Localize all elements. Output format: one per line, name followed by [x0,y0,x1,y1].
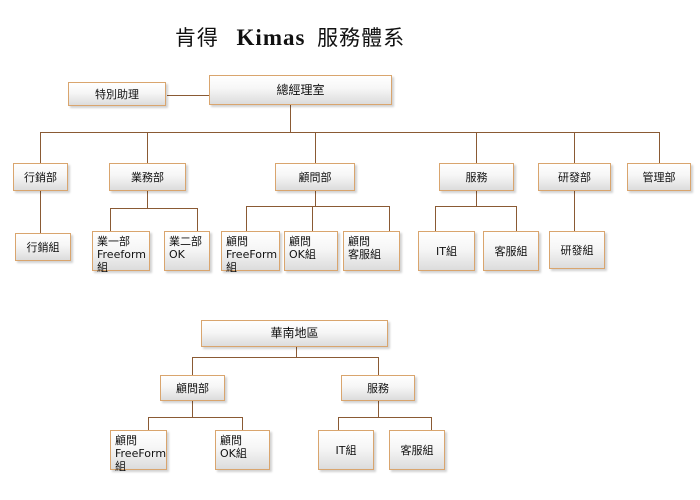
box-label: 華南地區 [270,326,319,340]
connector [315,191,316,206]
connector [378,401,379,417]
south-service-box: 服務 [341,375,415,401]
box-label: 客服組 [494,244,528,258]
it-group-box: IT組 [418,231,475,271]
connector [574,191,575,231]
south-region-box: 華南地區 [201,320,388,347]
special-assistant-box: 特別助理 [68,82,166,106]
connector [40,132,659,133]
consult-freeform-box: 顧問 FreeForm組 [221,231,280,274]
connector [516,206,517,231]
box-label: 顧問 OK組 [289,235,316,261]
chart-title: 肯得 Kimas 服務體系 [0,22,580,52]
connector [315,132,316,163]
consult-cs-box: 顧問 客服組 [343,231,400,271]
south-consult-freeform-box: 顧問 FreeForm組 [110,430,167,473]
connector [197,208,198,231]
connector [312,206,313,231]
connector [242,417,243,430]
box-label: 客服組 [400,443,434,457]
connector [246,206,389,207]
box-label: IT組 [436,244,457,258]
box-label: 管理部 [642,170,676,184]
marketing-dept-box: 行銷部 [13,163,68,191]
box-label: 行銷組 [26,240,60,254]
box-label: 顧問 OK組 [220,434,247,460]
connector [389,206,390,231]
connector [110,208,197,209]
sales-1-box: 業一部 Freeform組 [92,231,150,274]
connector [148,417,242,418]
management-dept-box: 管理部 [627,163,691,191]
box-label: 顧問 FreeForm組 [115,434,167,473]
service-dept-box: 服務 [439,163,514,191]
brand-name: Kimas [236,25,306,50]
connector [147,132,148,163]
connector [476,191,477,206]
box-label: 顧問部 [298,170,332,184]
connector [338,417,339,430]
box-label: 業一部 Freeform組 [97,235,146,274]
sales-dept-box: 業務部 [109,163,186,191]
connector [476,132,477,163]
cs-group-box: 客服組 [483,231,539,271]
box-label: 特別助理 [95,87,139,101]
box-label: 服務 [367,381,389,395]
south-consulting-box: 顧問部 [160,375,225,401]
sales-2-box: 業二部 OK [164,231,210,271]
box-label: 業二部 OK [169,235,202,261]
box-label: 顧問 FreeForm組 [226,235,278,274]
connector [574,132,575,163]
connector [110,208,111,231]
connector [435,206,516,207]
connector [192,401,193,417]
title-suffix: 服務體系 [317,26,406,50]
rnd-dept-box: 研發部 [538,163,611,191]
connector [40,132,41,163]
connector [167,95,210,96]
connector [338,417,431,418]
box-label: 研發部 [558,170,591,184]
connector [40,191,41,233]
connector [378,357,379,375]
south-cs-group-box: 客服組 [389,430,445,470]
box-label: IT組 [335,443,357,457]
connector [192,357,378,358]
rnd-group-box: 研發組 [549,231,605,269]
gm-office-box: 總經理室 [209,75,392,105]
marketing-group-box: 行銷組 [15,233,71,261]
south-it-group-box: IT組 [318,430,374,470]
connector [246,206,247,231]
consult-ok-box: 顧問 OK組 [284,231,338,271]
connector [290,105,291,132]
box-label: 行銷部 [24,170,57,184]
connector [431,417,432,430]
box-label: 業務部 [131,170,164,184]
connector [435,206,436,231]
title-prefix: 肯得 [174,26,219,50]
box-label: 服務 [465,170,488,184]
box-label: 研發組 [560,243,594,257]
connector [659,132,660,163]
box-label: 顧問 客服組 [348,235,381,261]
connector [148,417,149,430]
connector [192,357,193,375]
connector [147,191,148,208]
box-label: 總經理室 [276,82,325,97]
box-label: 顧問部 [176,381,209,395]
consulting-dept-box: 顧問部 [275,163,355,191]
south-consult-ok-box: 顧問 OK組 [215,430,270,470]
connector [296,347,297,357]
